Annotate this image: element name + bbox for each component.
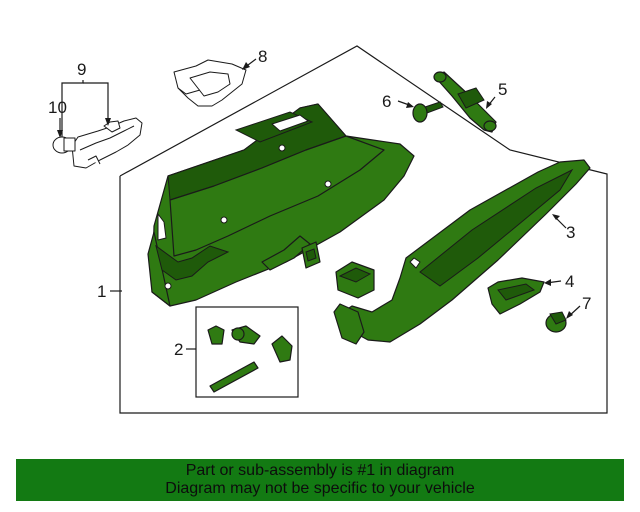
arrow-10 xyxy=(57,130,63,138)
callout-6: 6 xyxy=(382,92,391,111)
part-7-bumper xyxy=(545,311,567,333)
part-1-glove-box xyxy=(147,103,415,307)
assembly-boundary xyxy=(119,45,608,414)
arrow-9b xyxy=(105,118,111,126)
part-5-damper xyxy=(433,71,497,133)
parts-diagram: .g { fill: var(--pf, #2f7a12); stroke: #… xyxy=(48,45,608,414)
callout-7: 7 xyxy=(582,294,591,313)
callout-8: 8 xyxy=(258,47,267,66)
arrow-7 xyxy=(566,311,573,319)
callout-5: 5 xyxy=(498,80,507,99)
part-10-bulb xyxy=(52,136,76,154)
callout-10: 10 xyxy=(48,98,67,117)
info-banner: Part or sub-assembly is #1 in diagram Di… xyxy=(16,459,624,501)
part-9-lamp-assembly xyxy=(71,117,143,169)
part-latch xyxy=(335,261,375,299)
callout-1: 1 xyxy=(97,282,106,301)
part-4-handle xyxy=(487,277,545,315)
arrow-4 xyxy=(544,279,551,286)
leader-9 xyxy=(61,80,84,137)
arrow-6 xyxy=(406,102,414,108)
part-clip xyxy=(301,241,321,269)
arrow-5 xyxy=(486,101,492,109)
info-line-2: Diagram may not be specific to your vehi… xyxy=(165,480,475,497)
info-line-1: Part or sub-assembly is #1 in diagram xyxy=(185,462,455,479)
part-3-trim-panel xyxy=(333,159,591,345)
part-2-kit-box xyxy=(195,306,299,398)
arrow-8 xyxy=(242,62,250,70)
callout-2: 2 xyxy=(174,340,183,359)
arrow-3 xyxy=(552,214,560,220)
part-6-screw xyxy=(412,101,444,123)
callout-3: 3 xyxy=(566,223,575,242)
callout-4: 4 xyxy=(565,272,574,291)
part-8-bracket xyxy=(173,59,247,107)
callout-9: 9 xyxy=(77,60,86,79)
leader-9b xyxy=(83,82,109,124)
part-2-hardware xyxy=(207,325,293,393)
